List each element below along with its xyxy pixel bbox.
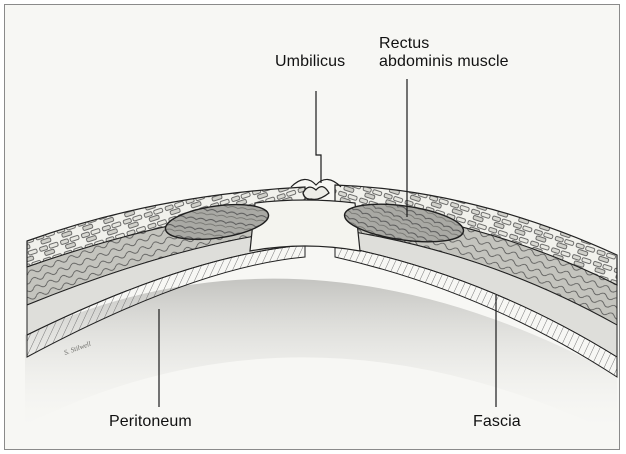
umbilicus-dimple: [291, 179, 341, 187]
fascia-label: Fascia: [473, 413, 521, 431]
rectus-label-line-2: abdominis muscle: [379, 53, 509, 71]
rectus-label-line-1: Rectus: [379, 35, 509, 53]
peritoneum-label: Peritoneum: [109, 413, 192, 431]
umbilicus-leader-line: [316, 91, 321, 183]
umbilicus-label: Umbilicus: [275, 53, 345, 71]
figure-frame: S. Stilwell Umbilicus Rectus abdominis m…: [4, 4, 620, 450]
rectus-abdominis-label: Rectus abdominis muscle: [379, 35, 509, 71]
umbilicus-knot: [303, 187, 329, 200]
linea-alba: [250, 200, 360, 251]
abdominal-wall-illustration: S. Stilwell: [5, 5, 620, 450]
